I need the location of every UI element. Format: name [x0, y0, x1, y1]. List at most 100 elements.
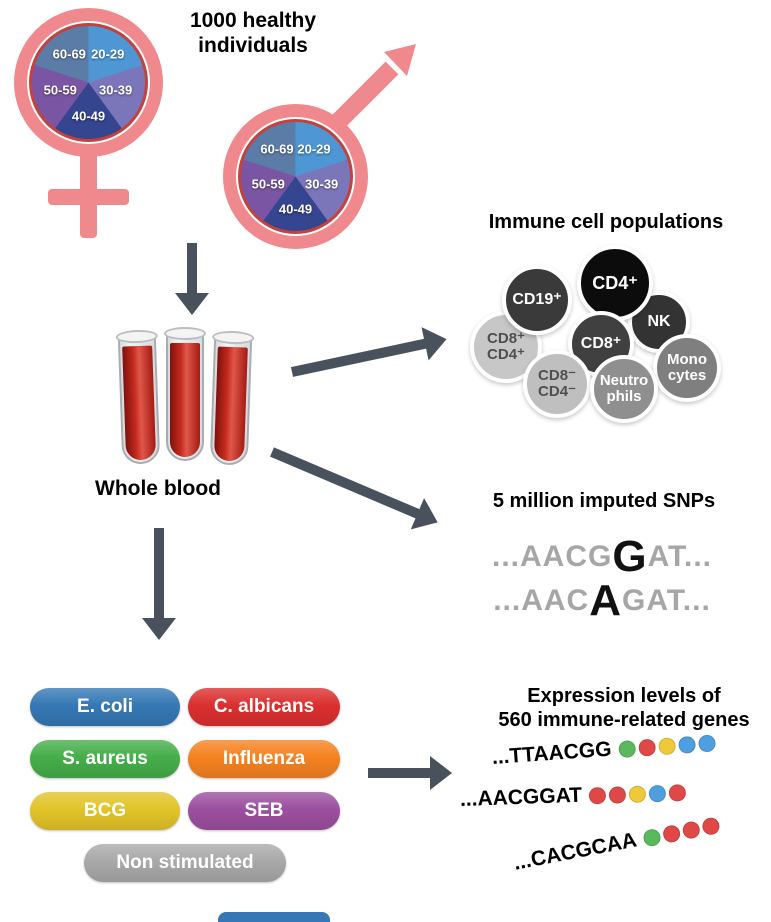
stimulus-label: E. coli	[77, 696, 133, 717]
cell-label: CD4⁺	[487, 346, 525, 363]
cell-label: cytes	[667, 367, 707, 384]
cell-cd8neg-cd4neg: CD8⁻ CD4⁻	[523, 350, 591, 418]
stimulus-seb: SEB	[188, 792, 340, 830]
cell-label: CD8⁺	[487, 330, 525, 348]
sequence-text: AT...	[647, 540, 713, 573]
stimulus-label: BCG	[83, 800, 127, 821]
red-dot	[637, 738, 656, 757]
tube-rim	[164, 327, 206, 340]
cohort-title: 1000 healthy individuals	[168, 8, 338, 58]
whole-blood-label: Whole blood	[95, 477, 221, 500]
blue-dot	[677, 735, 696, 754]
sequence-text: ...AAC	[493, 584, 590, 617]
stimulus-influenza: Influenza	[188, 740, 340, 778]
cropped-pill-edge	[218, 912, 330, 922]
female-symbol: 20-29 30-39 40-49 50-59 60-69	[14, 8, 163, 157]
male-ring: 20-29 30-39 40-49 50-59 60-69	[223, 104, 368, 249]
tube-blood	[213, 346, 248, 462]
red-dot	[700, 815, 721, 836]
yellow-dot	[657, 736, 676, 755]
snp-variant-letter: A	[589, 576, 622, 625]
cell-label: Neutro	[599, 372, 649, 390]
gene-sequence-row: ...TTAACGG	[491, 730, 716, 770]
red-dot	[681, 819, 701, 840]
arrow-blood-to-stimuli	[142, 528, 176, 640]
female-ring: 20-29 30-39 40-49 50-59 60-69	[14, 8, 163, 157]
expression-title-line1: Expression levels of	[527, 685, 721, 707]
gene-sequence: ...CACGCAA	[511, 828, 639, 875]
female-age-pie-chart: 20-29 30-39 40-49 50-59 60-69	[29, 23, 148, 142]
cell-label: NK	[647, 312, 671, 330]
gene-sequence: ...AACGGAT	[459, 783, 583, 811]
stimulus-bcg: BCG	[30, 792, 180, 830]
blood-tube	[209, 330, 255, 466]
blue-dot	[648, 784, 667, 802]
tube-blood	[122, 345, 157, 461]
green-dot	[641, 827, 662, 848]
stimulus-label: SEB	[244, 800, 284, 821]
stimulus-non-stimulated: Non stimulated	[84, 844, 286, 882]
snps-title: 5 million imputed SNPs	[492, 490, 716, 512]
stimulus-label: Non stimulated	[116, 852, 254, 873]
gene-sequence: ...TTAACGG	[491, 737, 613, 769]
cell-label: CD19⁺	[512, 290, 562, 308]
cell-cd4: CD4⁺	[577, 245, 653, 321]
cell-label: phils	[606, 388, 642, 405]
cell-label: Mono	[667, 351, 707, 369]
snp-sequence-2: ...AACAGAT...	[442, 576, 762, 626]
expression-title: Expression levels of 560 immune-related …	[478, 684, 770, 732]
age-label: 60-69	[52, 46, 86, 62]
expression-dot-chain	[617, 733, 716, 758]
cell-monocytes: Mono cytes	[653, 334, 721, 402]
age-label: 30-39	[305, 176, 339, 192]
cell-cd19: CD19⁺	[502, 265, 572, 335]
red-dot	[588, 786, 607, 804]
red-dot	[668, 783, 687, 802]
red-dot	[608, 785, 627, 804]
gene-sequence-row: ...CACGCAA	[512, 812, 722, 875]
age-label: 20-29	[297, 141, 331, 157]
cell-label: CD8⁺	[580, 334, 622, 352]
female-symbol-crossbar	[48, 189, 129, 205]
arrow-blood-to-snps	[265, 436, 445, 538]
tube-blood	[170, 343, 200, 457]
age-label: 60-69	[260, 141, 294, 157]
expression-dot-chain	[588, 783, 687, 804]
blood-tube	[164, 327, 206, 461]
arrow-cohort-to-blood	[175, 243, 209, 315]
arrow-blood-to-cells	[288, 322, 451, 389]
age-label: 20-29	[91, 46, 125, 62]
male-symbol: 20-29 30-39 40-49 50-59 60-69	[223, 104, 368, 249]
male-age-pie-chart: 20-29 30-39 40-49 50-59 60-69	[238, 119, 353, 234]
sequence-text: ...AACG	[491, 540, 613, 573]
cohort-title-line2: individuals	[198, 34, 308, 58]
age-label: 40-49	[278, 201, 313, 217]
stimulus-label: S. aureus	[62, 748, 148, 769]
cell-label: CD8⁻	[538, 367, 576, 385]
expression-dot-chain	[641, 815, 721, 848]
green-dot	[617, 739, 637, 758]
age-label: 50-59	[251, 176, 285, 192]
red-dot	[661, 823, 682, 844]
stimulus-label: Influenza	[222, 748, 306, 769]
stimulus-c-albicans: C. albicans	[188, 688, 340, 726]
blue-dot	[697, 733, 716, 753]
cell-neutrophils: Neutro phils	[590, 355, 658, 423]
snp-sequence-1: ...AACGGAT...	[442, 532, 762, 582]
stimulus-label: C. albicans	[213, 696, 315, 717]
cell-label: CD4⁻	[538, 383, 576, 400]
yellow-dot	[628, 785, 647, 803]
cohort-title-line1: 1000 healthy	[189, 9, 317, 32]
immune-populations-title: Immune cell populations	[488, 211, 724, 233]
stimulus-s-aureus: S. aureus	[30, 740, 180, 778]
age-label: 50-59	[43, 82, 77, 98]
snp-variant-letter: G	[612, 532, 648, 581]
cell-label: CD4⁺	[592, 272, 638, 293]
male-symbol-arrow	[331, 44, 416, 129]
gene-sequence-row: ...AACGGAT	[460, 780, 687, 812]
age-label: 30-39	[98, 82, 133, 98]
expression-title-line2: 560 immune-related genes	[498, 709, 750, 731]
sequence-text: GAT...	[622, 584, 711, 617]
arrow-stimuli-to-expression	[368, 756, 452, 790]
